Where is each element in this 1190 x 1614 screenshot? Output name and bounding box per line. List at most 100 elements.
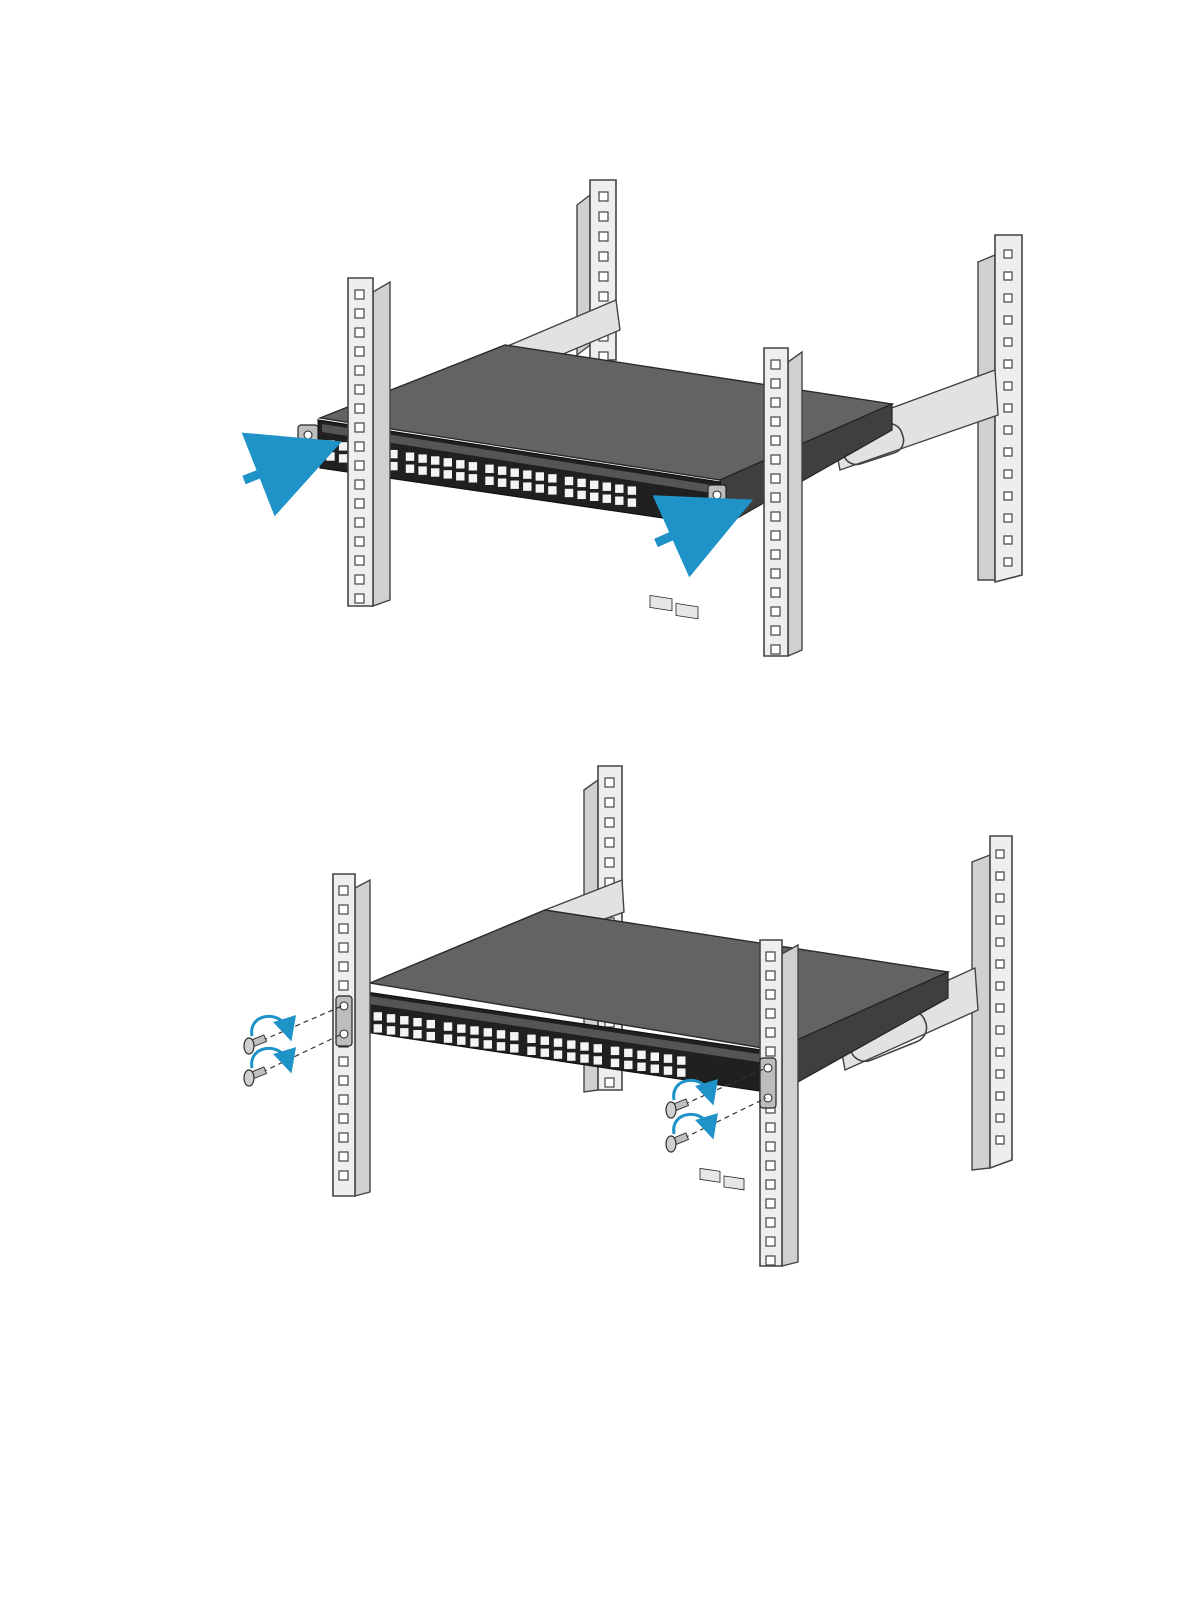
guide-line [676, 1098, 766, 1142]
ethernet-port [510, 468, 519, 477]
rack-hole [605, 798, 614, 807]
ethernet-port [497, 1030, 506, 1039]
rack-hole [766, 1180, 775, 1189]
rack-hole [355, 480, 364, 489]
rack-hole [339, 962, 348, 971]
rack-hole [771, 531, 780, 540]
screw [244, 1067, 266, 1086]
ethernet-port [498, 466, 507, 475]
ethernet-port [468, 462, 477, 471]
rack-hole [599, 252, 608, 261]
rack-hole [996, 938, 1004, 946]
screw [244, 1035, 266, 1054]
rack-hole [355, 423, 364, 432]
ethernet-port [580, 1042, 589, 1051]
rack-hole [605, 778, 614, 787]
rack-hole [766, 1047, 775, 1056]
ethernet-port [468, 474, 477, 483]
rack-hole [599, 232, 608, 241]
rack-hole [599, 292, 608, 301]
rack-hole [771, 588, 780, 597]
rack-hole [355, 518, 364, 527]
rack-hole [1004, 448, 1012, 456]
rack-hole [766, 990, 775, 999]
rack-hole [996, 872, 1004, 880]
rack-hole [355, 328, 364, 337]
ethernet-port [615, 496, 624, 505]
ethernet-port [593, 1056, 602, 1065]
ethernet-port [548, 486, 557, 495]
ethernet-port [426, 1032, 435, 1041]
sfp-slots [650, 595, 698, 618]
sfp-slots [700, 1168, 744, 1189]
ethernet-port [577, 490, 586, 499]
rack-hole [1004, 250, 1012, 258]
rack-hole [1004, 558, 1012, 566]
ethernet-port [554, 1050, 563, 1059]
rack-hole [1004, 338, 1012, 346]
rack-hole [771, 626, 780, 635]
rack-hole [1004, 382, 1012, 390]
ethernet-port [677, 1068, 686, 1077]
guide-line [254, 1006, 342, 1044]
guide-line [254, 1034, 342, 1076]
rack-hole [771, 474, 780, 483]
rack-hole [339, 1057, 348, 1066]
rack-hole [771, 360, 780, 369]
rack-hole [996, 982, 1004, 990]
ethernet-port [611, 1058, 620, 1067]
ethernet-port [567, 1052, 576, 1061]
rack-hole [599, 212, 608, 221]
rack-post-front-right [764, 348, 802, 656]
rack-hole [1004, 426, 1012, 434]
ethernet-port [457, 1036, 466, 1045]
rack-hole [355, 537, 364, 546]
ethernet-port [483, 1028, 492, 1037]
rack-hole [599, 192, 608, 201]
rack-hole [355, 309, 364, 318]
rack-hole [771, 569, 780, 578]
rack-hole [355, 556, 364, 565]
rack-hole [1004, 536, 1012, 544]
ethernet-port [400, 1016, 409, 1025]
rack-hole [996, 916, 1004, 924]
ethernet-port [677, 1056, 686, 1065]
rack-hole [355, 442, 364, 451]
ethernet-port [664, 1054, 673, 1063]
ethernet-port [456, 460, 465, 469]
rack-hole [339, 981, 348, 990]
rotation-arrow [674, 1114, 710, 1134]
ethernet-port [527, 1046, 536, 1055]
rack-hole [355, 461, 364, 470]
rack-hole [339, 1171, 348, 1180]
rack-hole [766, 952, 775, 961]
ethernet-port [637, 1050, 646, 1059]
rack-hole [355, 347, 364, 356]
ethernet-port [554, 1038, 563, 1047]
ethernet-port [373, 1024, 382, 1033]
rack-hole [996, 1004, 1004, 1012]
ethernet-port [443, 470, 452, 479]
ethernet-port [624, 1060, 633, 1069]
rack-hole [339, 924, 348, 933]
ethernet-port [664, 1066, 673, 1075]
rack-hole [339, 1095, 348, 1104]
rack-hole [605, 858, 614, 867]
ethernet-port [444, 1034, 453, 1043]
ethernet-port [510, 480, 519, 489]
ethernet-port [418, 466, 427, 475]
rack-hole [355, 385, 364, 394]
ethernet-port [602, 482, 611, 491]
ethernet-port [548, 474, 557, 483]
rack-hole [355, 594, 364, 603]
switch-chassis [318, 345, 892, 619]
rack-hole [355, 404, 364, 413]
rack-hole [766, 1123, 775, 1132]
rack-hole [339, 943, 348, 952]
rack-hole [996, 1048, 1004, 1056]
rack-hole [771, 455, 780, 464]
rack-hole [339, 886, 348, 895]
ethernet-port [339, 454, 348, 463]
figure-insert-switch [0, 0, 1190, 700]
ethernet-port [590, 492, 599, 501]
